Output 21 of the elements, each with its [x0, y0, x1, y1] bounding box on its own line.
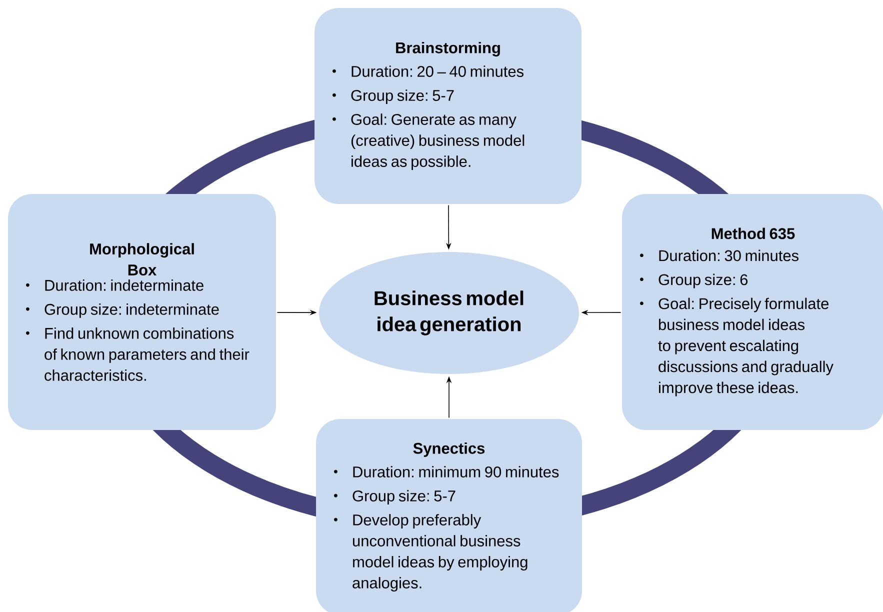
- heading: Brainstorming: [396, 42, 500, 56]
- bullet-item: Group size: 6: [640, 274, 748, 288]
- heading: Method 635: [712, 228, 795, 240]
- heading: Synectics: [413, 442, 485, 457]
- bullet-item: Duration: 30 minutes: [640, 250, 798, 262]
- ellipse-node: Business model idea generation: [319, 252, 579, 374]
- heading: Morphological Box: [90, 243, 194, 276]
- bullet-item: Duration: minimum 90 minutes: [334, 466, 559, 478]
- bullet-item: Develop preferably unconventional business model ideas by employing analogies.: [334, 514, 528, 592]
- method-box: [316, 418, 582, 612]
- method-box: [314, 8, 582, 204]
- bullet-item: Goal: Generate as many (creative) business model ideas as possible.: [332, 114, 524, 170]
- method-box: [8, 194, 276, 430]
- method-box: [622, 194, 883, 430]
- bullet-item: Goal: Precisely formulate business model ideas to prevent escalating discussions and gradually improve these ideas.: [640, 298, 834, 396]
- bullet-item: Find unknown combinations of known parameters and their characteristics.: [26, 327, 250, 381]
- bullet-item: Duration: 20 – 40 minutes: [332, 66, 524, 77]
- bullet-item: Duration: indeterminate: [26, 279, 204, 291]
- bullet-item: Group size: 5-7: [332, 90, 454, 104]
- bullet-item: Group size: indeterminate: [26, 303, 219, 318]
- bullet-item: Group size: 5-7: [334, 490, 456, 504]
